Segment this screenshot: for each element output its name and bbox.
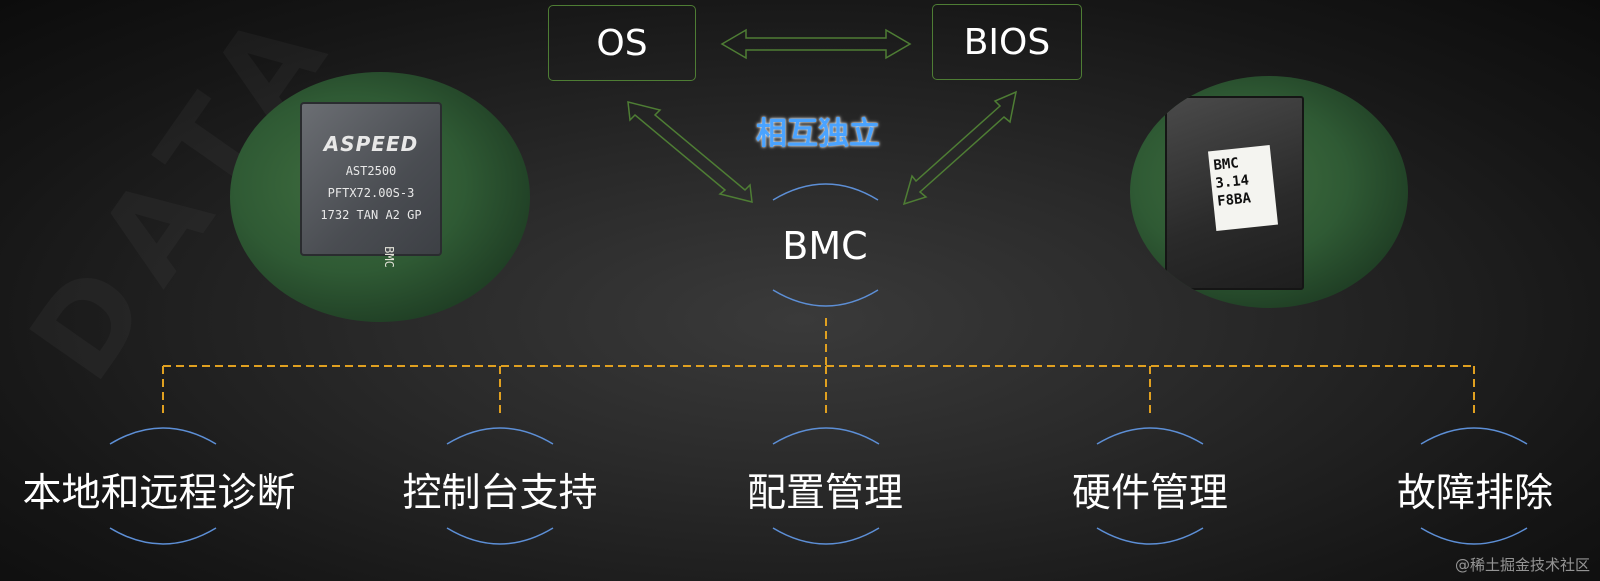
os-bmc-arrow (627, 101, 753, 203)
source-watermark: @稀土掘金技术社区 (1454, 556, 1590, 574)
chip-brand: ASPEED (323, 132, 419, 156)
chip-line3: 1732 TAN A2 GP (320, 208, 422, 222)
os-box: OS (548, 5, 696, 81)
independence-label: 相互独立 (756, 116, 880, 152)
aspeed-chip-photo: ASPEED AST2500 PFTX72.00S-3 1732 TAN A2 … (230, 72, 530, 322)
bmc-flash-photo: BMC 3.14 F8BA (1130, 76, 1408, 308)
chip-line2: PFTX72.00S-3 (327, 186, 415, 200)
function-troubleshooting: 故障排除 (1396, 471, 1553, 516)
function-console-support: 控制台支持 (402, 471, 598, 516)
bios-box: BIOS (932, 4, 1082, 80)
os-bios-arrow (720, 28, 912, 60)
dashed-tree (162, 318, 1475, 416)
bios-bmc-arrow (902, 90, 1018, 206)
bmc-bottom-arc (772, 289, 879, 307)
function-local-remote-diagnostics: 本地和远程诊断 (22, 471, 296, 516)
function-arcs (109, 427, 1528, 545)
function-configuration-management: 配置管理 (746, 471, 903, 516)
function-hardware-management: 硬件管理 (1071, 471, 1228, 516)
aspeed-chip: ASPEED AST2500 PFTX72.00S-3 1732 TAN A2 … (300, 102, 442, 256)
bmc-top-arc (772, 183, 879, 201)
bmc-node-label: BMC (782, 224, 868, 268)
chip-model: AST2500 (345, 164, 397, 178)
